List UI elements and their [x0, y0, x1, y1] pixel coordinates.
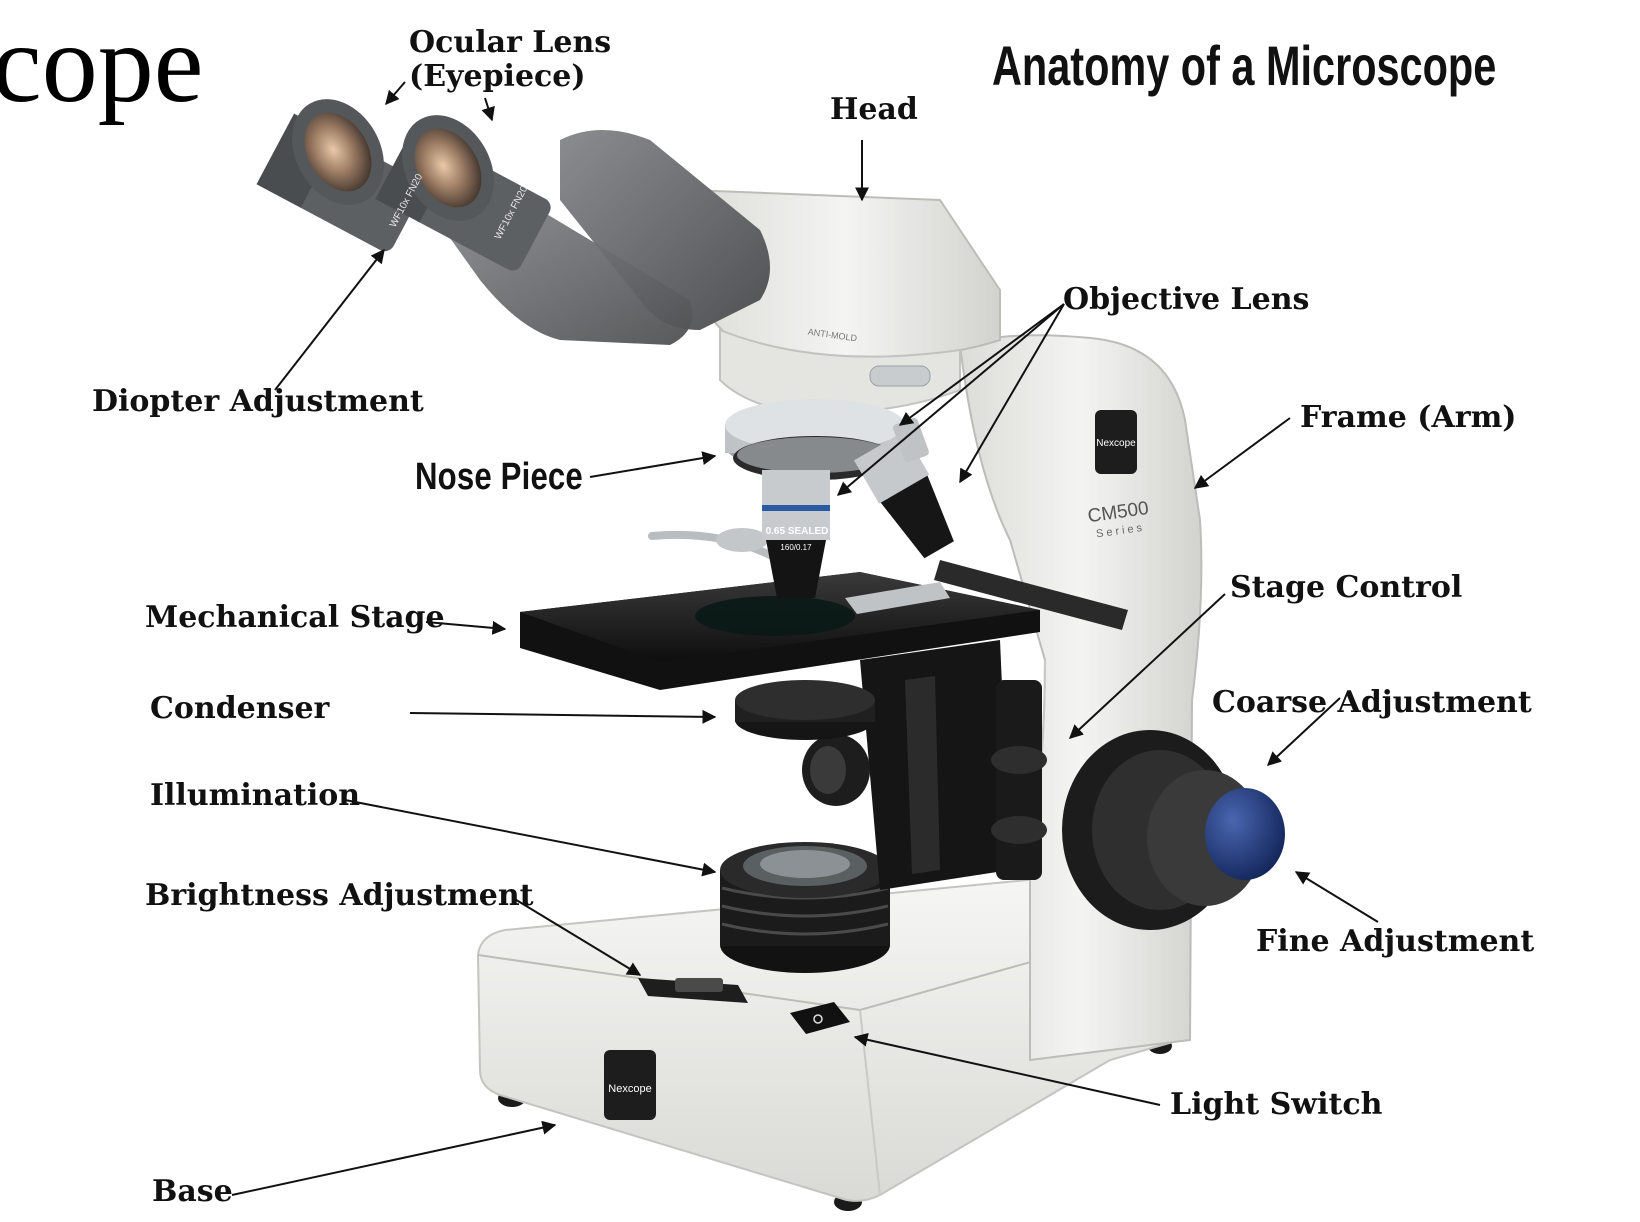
label-coarse-adjustment: Coarse Adjustment: [1212, 685, 1532, 720]
label-frame-arm: Frame (Arm): [1300, 400, 1517, 435]
base-brand-badge: Nexcope: [608, 1083, 651, 1095]
brightness-dial-part: [638, 978, 748, 1003]
objective-marking-1: 0.65 SEALED: [766, 526, 829, 537]
label-stage-control: Stage Control: [1230, 570, 1463, 605]
label-light-switch: Light Switch: [1170, 1087, 1383, 1122]
label-mechanical-stage: Mechanical Stage: [145, 600, 445, 635]
objective-lenses-part: 0.65 SEALED 160/0.17: [762, 417, 954, 598]
base-part: Nexcope: [476, 873, 1181, 1211]
label-fine-adjustment: Fine Adjustment: [1256, 924, 1535, 959]
light-switch-part: [790, 1002, 850, 1034]
head-part: ANTI-MOLD: [688, 188, 1001, 414]
label-eyepiece: (Eyepiece): [409, 59, 586, 94]
objective-marking-2: 160/0.17: [780, 543, 812, 552]
label-diopter-adjustment: Diopter Adjustment: [92, 384, 424, 419]
condenser-part: [735, 680, 875, 740]
slide-title-fragment: cope: [0, 2, 204, 126]
label-base: Base: [152, 1174, 233, 1209]
label-nose-piece: Nose Piece: [415, 456, 583, 498]
label-condenser: Condenser: [150, 691, 330, 726]
focus-knobs-part: [1062, 730, 1285, 930]
label-illumination: Illumination: [150, 778, 361, 813]
label-objective-lens: Objective Lens: [1063, 282, 1310, 317]
focus-block-part: [860, 640, 1010, 890]
stage-control-part: [802, 680, 1047, 880]
nose-piece-part: [725, 399, 905, 480]
arm-brand-badge: Nexcope: [1096, 438, 1136, 449]
illumination-part: [720, 842, 890, 973]
label-brightness-adjustment: Brightness Adjustment: [145, 878, 534, 913]
label-ocular-lens: Ocular Lens: [409, 25, 612, 60]
eyepiece-tubes-part: WF10x FN20 WF10x FN20: [256, 99, 770, 345]
leader-lines: [231, 81, 1379, 1196]
label-head: Head: [830, 92, 918, 127]
mechanical-stage-part: [520, 528, 1128, 690]
diagram-title: Anatomy of a Microscope: [992, 34, 1497, 97]
